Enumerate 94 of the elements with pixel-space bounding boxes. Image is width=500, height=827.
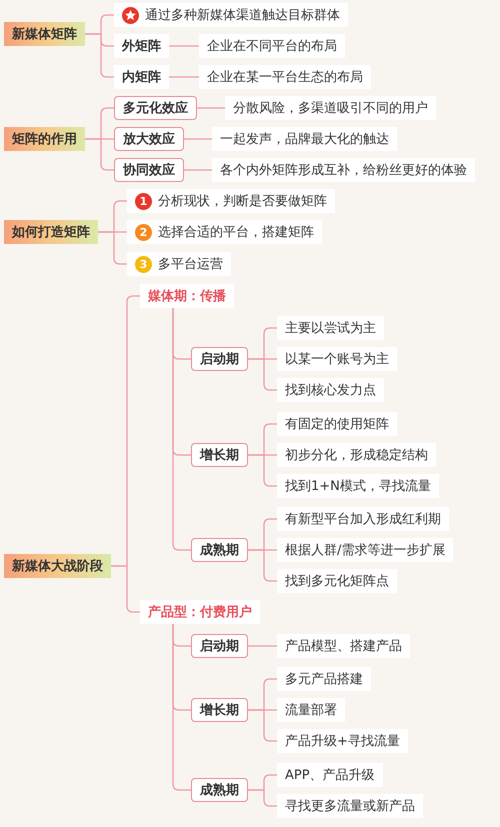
leaf-box [212, 158, 475, 182]
leaf-text: 寻找更多流量或新产品 [285, 798, 415, 815]
leaf-text: 企业在不同平台的布局 [207, 38, 337, 55]
leaf-box [277, 667, 371, 691]
topic-label: 矩阵的作用 [12, 131, 77, 148]
branch-box [191, 347, 248, 371]
leaf-box [277, 507, 449, 531]
leaf-text: 多元产品搭建 [285, 671, 363, 688]
leaf-text: 流量部署 [285, 702, 337, 719]
connector-line [172, 308, 191, 551]
leaf-box [277, 729, 408, 753]
leaf-text: 各个内外矩阵形成互补，给粉丝更好的体验 [220, 162, 467, 179]
leaf-box [127, 189, 335, 213]
leaf-text: 分析现状，判断是否要做矩阵 [158, 193, 327, 210]
leaf-box [277, 443, 436, 467]
leaf-text: 根据人群/需求等进一步扩展 [285, 542, 446, 559]
branch-label: 内矩阵 [122, 69, 161, 86]
leaf-text: 以某一个账号为主 [285, 351, 389, 368]
leaf-box [199, 34, 345, 58]
step-number: 3 [135, 256, 152, 272]
branch-label: 多元化效应 [123, 100, 188, 117]
leaf-box [277, 412, 397, 436]
leaf-box [277, 378, 384, 402]
leaf-text: 企业在某一平台生态的布局 [207, 69, 363, 86]
leaf-box [277, 763, 383, 787]
leaf-box [277, 634, 410, 658]
connector-line [248, 789, 277, 807]
branch-box [114, 158, 184, 182]
leaf-text: 分散风险，多渠道吸引不同的用户 [233, 100, 428, 117]
branch-label: 增长期 [200, 702, 239, 719]
leaf-text: 主要以尝试为主 [285, 320, 376, 337]
leaf-box [212, 127, 397, 151]
branch-box [114, 65, 169, 89]
leaf-text: 选择合适的平台，搭建矩阵 [158, 224, 314, 241]
leaf-text: 找到多元化矩阵点 [285, 573, 389, 590]
leaf-box [114, 3, 348, 27]
branch-label: 启动期 [200, 638, 239, 655]
branch-box [191, 443, 248, 467]
leaf-box [225, 96, 436, 120]
step-number: 1 [135, 192, 152, 210]
topic-box [4, 127, 85, 151]
step-number: 2 [135, 224, 152, 240]
leaf-box [277, 698, 345, 722]
leaf-box [127, 220, 322, 244]
topic-box [4, 220, 98, 244]
leaf-text: 多平台运营 [158, 256, 223, 273]
leaf-text: 产品模型、搭建产品 [285, 638, 402, 655]
branch-label: 启动期 [200, 350, 239, 368]
branch-box [114, 127, 184, 151]
branch-box [191, 538, 248, 562]
branch-label: 放大效应 [123, 130, 175, 148]
leaf-text: 产品升级+寻找流量 [285, 733, 400, 750]
connector-line [172, 624, 191, 791]
leaf-text: 找到1+N模式，寻找流量 [285, 478, 431, 495]
connector-line [169, 45, 199, 47]
branch-box [191, 698, 248, 722]
leaf-text: APP、产品升级 [285, 767, 375, 784]
topic-label: 新媒体矩阵 [12, 26, 77, 43]
topic-box [4, 22, 85, 46]
branch-box [114, 34, 169, 58]
leaf-box [277, 474, 439, 498]
connector-line [248, 645, 277, 647]
leaf-text: 一起发声，品牌最大化的触达 [220, 131, 389, 148]
connector-line [169, 76, 199, 78]
leaf-box [277, 569, 397, 593]
category-box [140, 284, 234, 308]
leaf-box [127, 252, 231, 276]
category-box [140, 600, 260, 624]
leaf-text: 有新型平台加入形成红利期 [285, 511, 441, 528]
connector-line [184, 138, 212, 140]
leaf-text: 找到核心发力点 [285, 382, 376, 399]
connector-line [197, 107, 225, 109]
topic-box [4, 554, 111, 578]
branch-label: 外矩阵 [122, 38, 161, 55]
leaf-box [277, 316, 384, 340]
leaf-text: 通过多种新媒体渠道触达目标群体 [145, 7, 340, 24]
leaf-box [277, 794, 423, 818]
topic-label: 如何打造矩阵 [12, 224, 90, 241]
leaf-box [277, 347, 397, 371]
leaf-box [277, 538, 454, 562]
branch-label: 成熟期 [200, 542, 239, 559]
branch-label: 协同效应 [123, 162, 175, 179]
branch-box [191, 778, 248, 802]
category-label: 媒体期：传播 [148, 288, 226, 305]
leaf-text: 有固定的使用矩阵 [285, 416, 389, 433]
connector-line [184, 169, 212, 171]
branch-box [191, 634, 248, 658]
branch-label: 增长期 [200, 447, 239, 464]
leaf-box [199, 65, 371, 89]
topic-label: 新媒体大战阶段 [12, 558, 103, 575]
branch-label: 成熟期 [200, 782, 239, 799]
branch-box [114, 96, 197, 120]
leaf-text: 初步分化，形成稳定结构 [285, 447, 428, 464]
category-label: 产品型：付费用户 [148, 604, 252, 621]
